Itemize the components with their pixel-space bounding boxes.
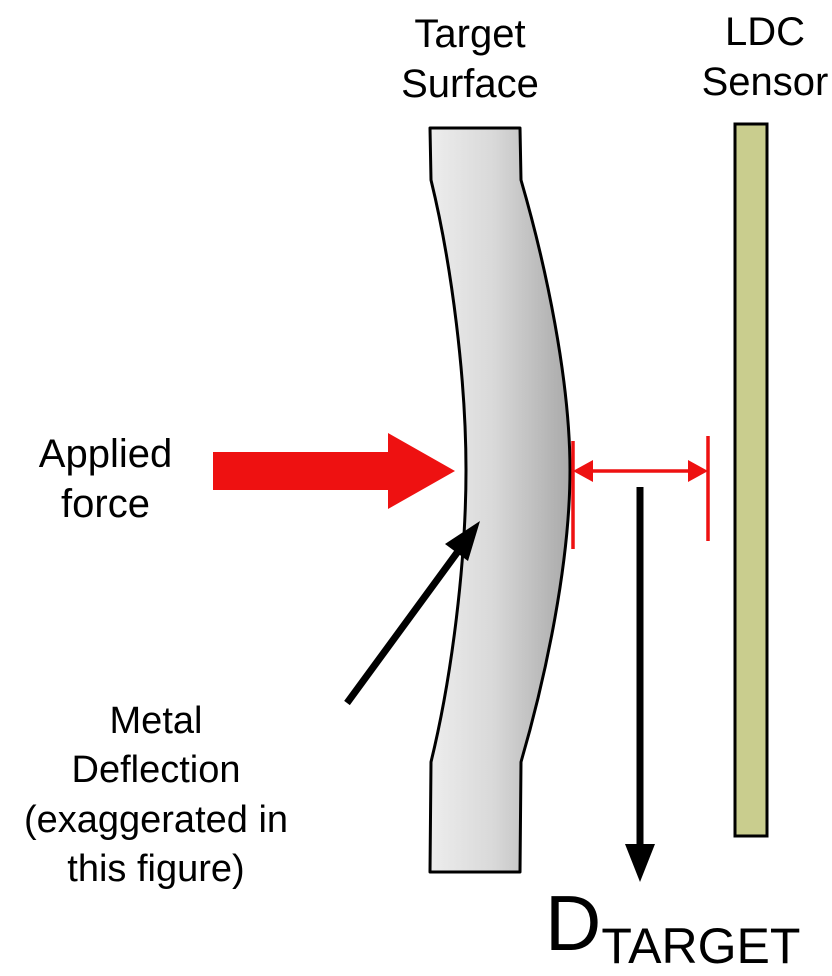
ldc-sensor-label-line1: LDC [724, 10, 806, 54]
applied-force-arrow [213, 433, 455, 509]
gap-dimension-lines [571, 436, 710, 549]
d-target-label: DTARGET [545, 884, 800, 971]
d-target-arrowhead [625, 844, 655, 882]
ldc-sensor-bar [733, 122, 769, 838]
gap-dimension-arrowhead-left [573, 460, 593, 482]
applied-force-label: Applied force [8, 430, 203, 529]
target-surface-label-line1: Target [414, 12, 526, 56]
metal-deflection-label-line4: this figure) [67, 848, 245, 891]
gap-dimension-arrowhead-right [688, 460, 708, 482]
target-surface-label: Target Surface [350, 10, 590, 109]
metal-deflection-label-line1: Metal [109, 700, 203, 742]
deflection-pointer-shaft [344, 547, 462, 706]
ldc-sensor-label: LDC Sensor [690, 8, 832, 107]
metal-deflection-label: Metal Deflection (exaggerated in this fi… [0, 697, 312, 895]
d-target-label-main: D [545, 879, 602, 967]
target-surface-plate [428, 126, 572, 874]
target-surface-label-line2: Surface [401, 61, 539, 106]
d-target-label-subscript: TARGET [601, 918, 801, 974]
ldc-sensor-label-line2: Sensor [701, 59, 829, 104]
deflection-pointer-arrowhead [445, 521, 480, 561]
metal-deflection-label-line2: Deflection [71, 749, 241, 792]
metal-deflection-label-line3: (exaggerated in [23, 798, 289, 841]
applied-force-label-line2: force [61, 481, 150, 526]
applied-force-label-line1: Applied [38, 432, 173, 476]
